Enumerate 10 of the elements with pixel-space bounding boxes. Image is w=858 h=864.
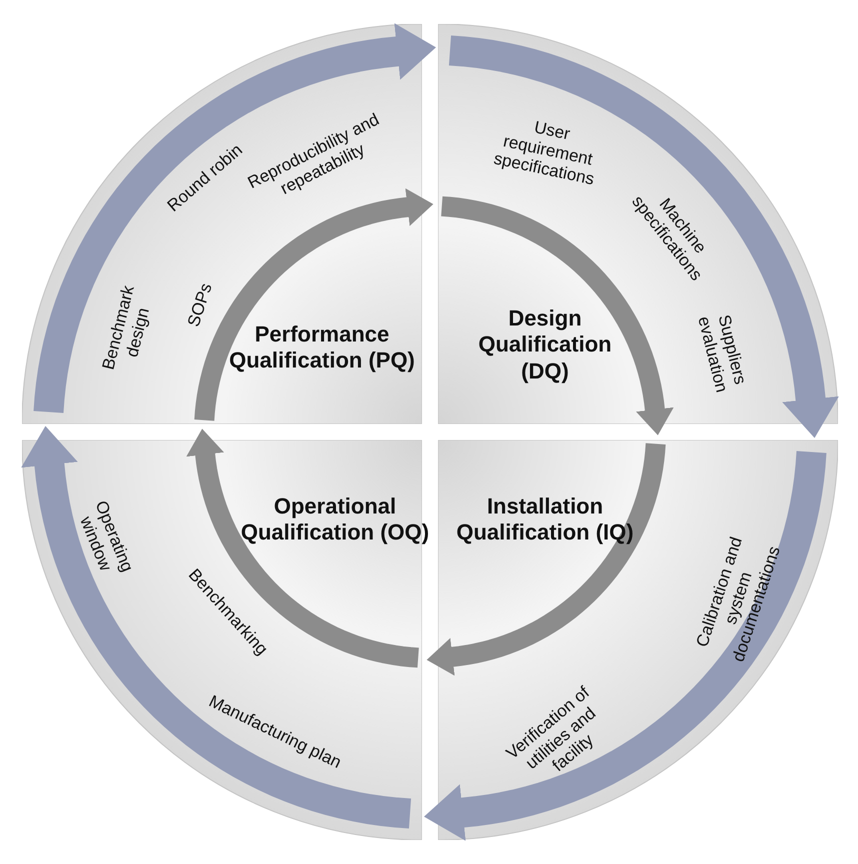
step-label: SOPs [182, 280, 217, 331]
curved-arrow [186, 428, 420, 668]
step-label: Suppliers evaluation [693, 312, 751, 396]
curved-arrow [194, 188, 434, 422]
curved-arrow [426, 442, 666, 676]
curved-arrow [440, 196, 674, 436]
sector-title: Operational Qualification (OQ) [240, 494, 430, 546]
sector-title: Performance Qualification (PQ) [228, 322, 416, 374]
sector-title: Design Qualification (DQ) [477, 305, 613, 385]
sector-title: Installation Qualification (IQ) [455, 494, 635, 546]
